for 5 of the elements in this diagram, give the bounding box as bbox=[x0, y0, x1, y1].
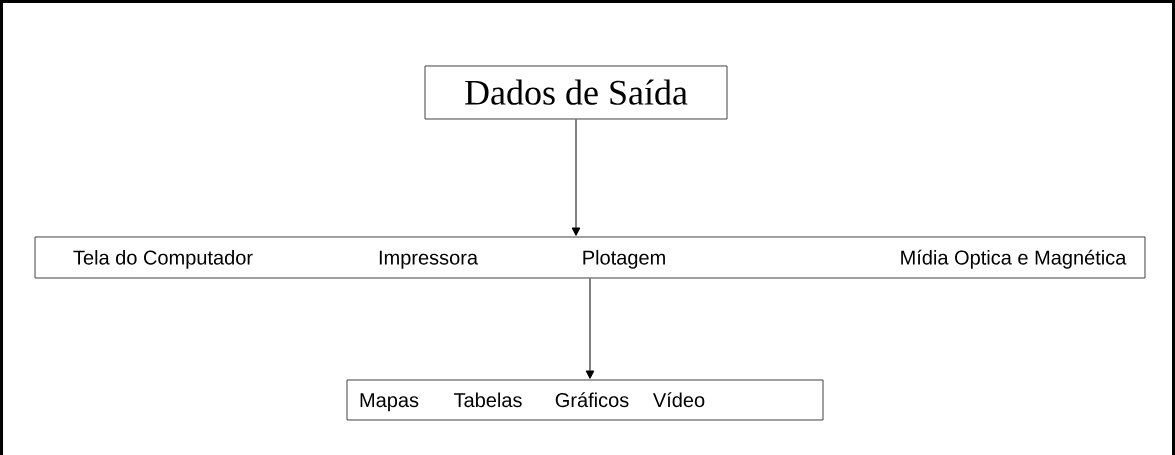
arrow bbox=[585, 278, 595, 379]
arrow bbox=[571, 119, 581, 236]
output-device-band: Tela do Computador Impressora Plotagem Mídia Optica e Magnética bbox=[34, 236, 1146, 279]
output-type-box: Mapas Tabelas Gráficos Vídeo bbox=[346, 379, 824, 421]
title-box: Dados de Saída bbox=[424, 65, 728, 120]
